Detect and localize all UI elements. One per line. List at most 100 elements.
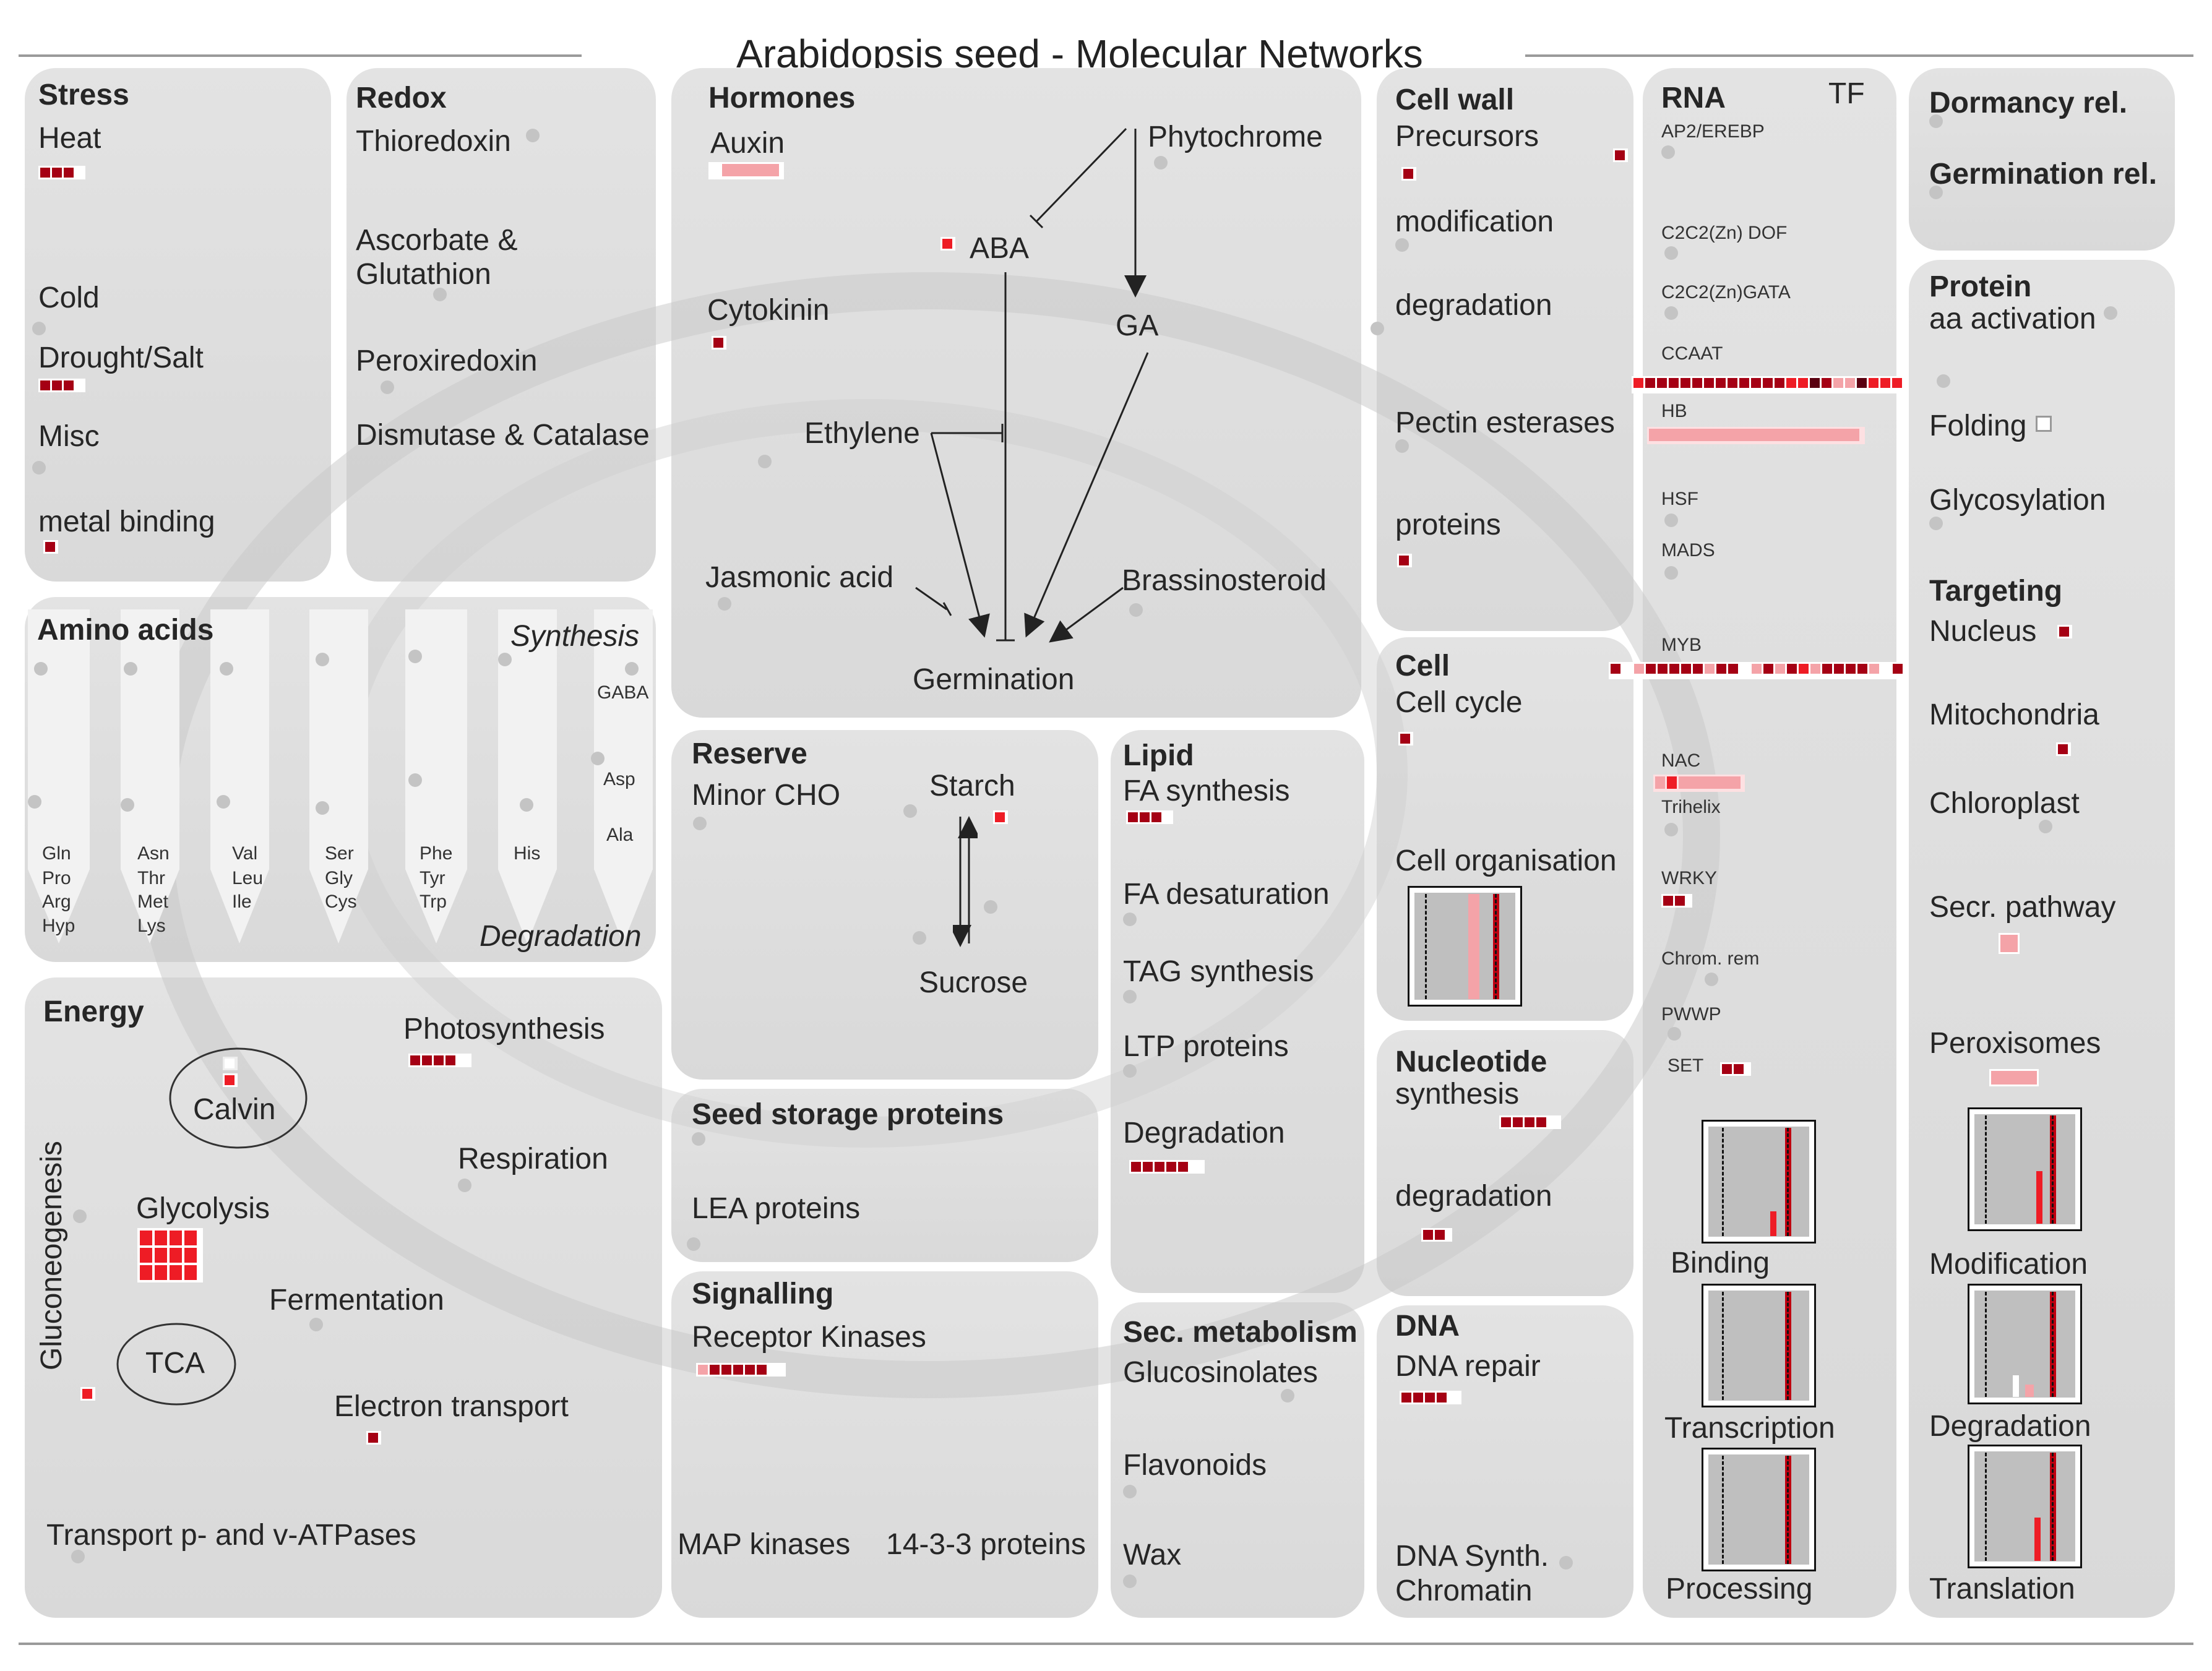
ltp-dot (1123, 1064, 1137, 1078)
protein-translation: Translation (1929, 1573, 2075, 1605)
aa-phe: Phe (420, 843, 453, 864)
secr-box (1999, 933, 2020, 954)
myb-boxes (1609, 662, 1909, 679)
reserve-header: Reserve (692, 737, 807, 770)
aa-dot (591, 752, 605, 765)
misc-dot (32, 461, 46, 475)
storage-lea: LEA proteins (692, 1192, 861, 1225)
hormone-aba: ABA (970, 232, 1030, 265)
rna-processing: Processing (1666, 1573, 1813, 1605)
protein-degradation: Degradation (1929, 1410, 2091, 1443)
dna-header: DNA (1395, 1310, 1460, 1342)
redox-dismutase: Dismutase & Catalase (356, 419, 650, 452)
lipid-fa-desat: FA desaturation (1123, 878, 1330, 911)
tf-myb: MYB (1661, 635, 1702, 655)
tf-pwwp: PWWP (1661, 1004, 1721, 1025)
aa-dot (316, 653, 329, 666)
cell-cycle: Cell cycle (1395, 686, 1523, 719)
binding-chart (1702, 1120, 1816, 1244)
aa-dot (520, 798, 533, 812)
lipid-degradation: Degradation (1123, 1117, 1285, 1149)
reserve-starch: Starch (929, 770, 1015, 802)
flavonoids-dot (1123, 1485, 1137, 1498)
mads-dot (1664, 566, 1678, 580)
protein-modification: Modification (1929, 1248, 2088, 1281)
modification-dot (1395, 238, 1409, 252)
energy-photosynthesis: Photosynthesis (403, 1013, 605, 1046)
cellwall-proteins: proteins (1395, 509, 1501, 541)
nucleus-box (2057, 625, 2072, 638)
cell-organisation-chart (1408, 886, 1522, 1007)
amino-asp: Asp (603, 769, 635, 789)
aa-pro: Pro (42, 868, 71, 888)
signalling-receptor: Receptor Kinases (692, 1321, 926, 1354)
calvin-ellipse (169, 1047, 308, 1149)
secmet-glucosinolates: Glucosinolates (1123, 1356, 1318, 1389)
energy-electron: Electron transport (334, 1390, 569, 1423)
aa-thr: Thr (137, 868, 165, 888)
aa-activation-dot (2104, 306, 2117, 320)
storage-header: Seed storage proteins (692, 1098, 1004, 1131)
aa-dot (28, 795, 41, 809)
energy-header: Energy (43, 995, 144, 1028)
dormancy-dot (1929, 114, 1943, 128)
ethylene-dot (758, 455, 772, 468)
storage-dot (692, 1132, 705, 1146)
cytokinin-box (712, 336, 726, 350)
cell-header: Cell (1395, 650, 1450, 682)
rna-tf: TF (1828, 77, 1865, 110)
transcription-chart (1702, 1284, 1816, 1407)
dormancy-rel: Dormancy rel. (1929, 87, 2128, 119)
heat-boxes (38, 166, 85, 179)
aa-dot (217, 795, 230, 809)
tf-dof: C2C2(Zn) DOF (1661, 223, 1788, 243)
rna-header: RNA (1661, 82, 1726, 114)
transport-dot (71, 1550, 85, 1563)
gluconeo-box (80, 1387, 95, 1401)
cell-organisation: Cell organisation (1395, 844, 1617, 877)
lipid-degradation-boxes (1129, 1160, 1205, 1174)
redox-peroxiredoxin: Peroxiredoxin (356, 345, 538, 377)
hormone-ga: GA (1116, 309, 1159, 342)
gata-dot (1664, 306, 1678, 320)
dormancy-panel (1909, 68, 2175, 251)
starch-sucrose-arrows (953, 816, 978, 947)
hormone-phytochrome: Phytochrome (1148, 121, 1323, 153)
amino-synthesis: Synthesis (510, 620, 640, 653)
fermentation-dot (309, 1318, 323, 1331)
amino-arrows (28, 609, 653, 943)
stress-misc: Misc (38, 420, 100, 453)
processing-chart (1702, 1448, 1816, 1571)
rna-transcription: Transcription (1664, 1412, 1835, 1445)
aba-box (940, 237, 955, 251)
ccaat-boxes (1632, 376, 1907, 393)
protein-chloro: Chloroplast (1929, 787, 2080, 820)
redox-glutathion: Glutathion (356, 258, 491, 291)
dna-synth: DNA Synth. (1395, 1540, 1549, 1573)
cellwall-degradation: degradation (1395, 289, 1552, 322)
nucleotide-synthesis: synthesis (1395, 1078, 1520, 1110)
sucrose-dot (913, 931, 926, 945)
protein-folding: Folding (1929, 410, 2027, 442)
signalling-header: Signalling (692, 1278, 834, 1310)
protein-perox: Peroxisomes (1929, 1027, 2101, 1060)
stress-cold: Cold (38, 281, 100, 314)
tf-wrky: WRKY (1661, 868, 1717, 888)
secmet-wax: Wax (1123, 1539, 1182, 1571)
metal-box (43, 540, 58, 554)
thioredoxin-dot (526, 129, 540, 142)
title-rule-left (19, 54, 582, 57)
lea-dot (687, 1237, 700, 1251)
sucrose-dot-2 (984, 900, 997, 914)
fa-synthesis-boxes (1126, 810, 1173, 824)
cellwall-header: Cell wall (1395, 84, 1515, 116)
trihelix-dot (1664, 823, 1678, 836)
aa-arg: Arg (42, 891, 71, 912)
translation-chart (1968, 1445, 2082, 1568)
nac-boxes (1653, 775, 1745, 792)
protein-secr: Secr. pathway (1929, 891, 2116, 924)
bottom-rule (19, 1643, 2193, 1645)
nucleotide-degradation: degradation (1395, 1180, 1552, 1213)
lipid-ltp: LTP proteins (1123, 1030, 1289, 1063)
aa-lys: Lys (137, 916, 166, 936)
